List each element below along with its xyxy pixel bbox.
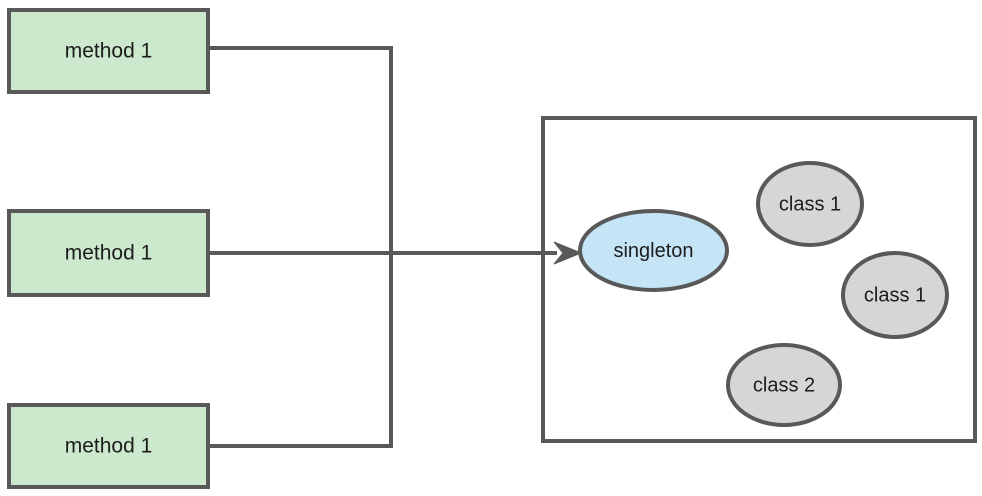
method-boxes-group: method 1 method 1 method 1 [7, 8, 210, 489]
singleton-container-box [541, 116, 977, 443]
singleton-ellipse-shape[interactable] [578, 209, 729, 292]
class-ellipse-1[interactable]: class 1 [756, 161, 864, 247]
method-box-2[interactable]: method 1 [7, 209, 210, 297]
class-ellipse-3-shape[interactable] [726, 343, 842, 427]
method-box-2-rect[interactable] [7, 209, 210, 297]
class-ellipse-3[interactable]: class 2 [726, 343, 842, 427]
method-box-1-rect[interactable] [7, 8, 210, 94]
singleton-ellipse[interactable]: singleton [578, 209, 729, 292]
class-ellipse-2-shape[interactable] [841, 251, 949, 339]
arrow-head-icon [553, 241, 583, 265]
connector-group [206, 46, 583, 448]
class-ellipses-group: class 1 class 1 class 2 [726, 161, 949, 427]
method-box-3-rect[interactable] [7, 403, 210, 489]
method-box-1[interactable]: method 1 [7, 8, 210, 94]
class-ellipse-2[interactable]: class 1 [841, 251, 949, 339]
method-box-3[interactable]: method 1 [7, 403, 210, 489]
class-ellipse-1-shape[interactable] [756, 161, 864, 247]
